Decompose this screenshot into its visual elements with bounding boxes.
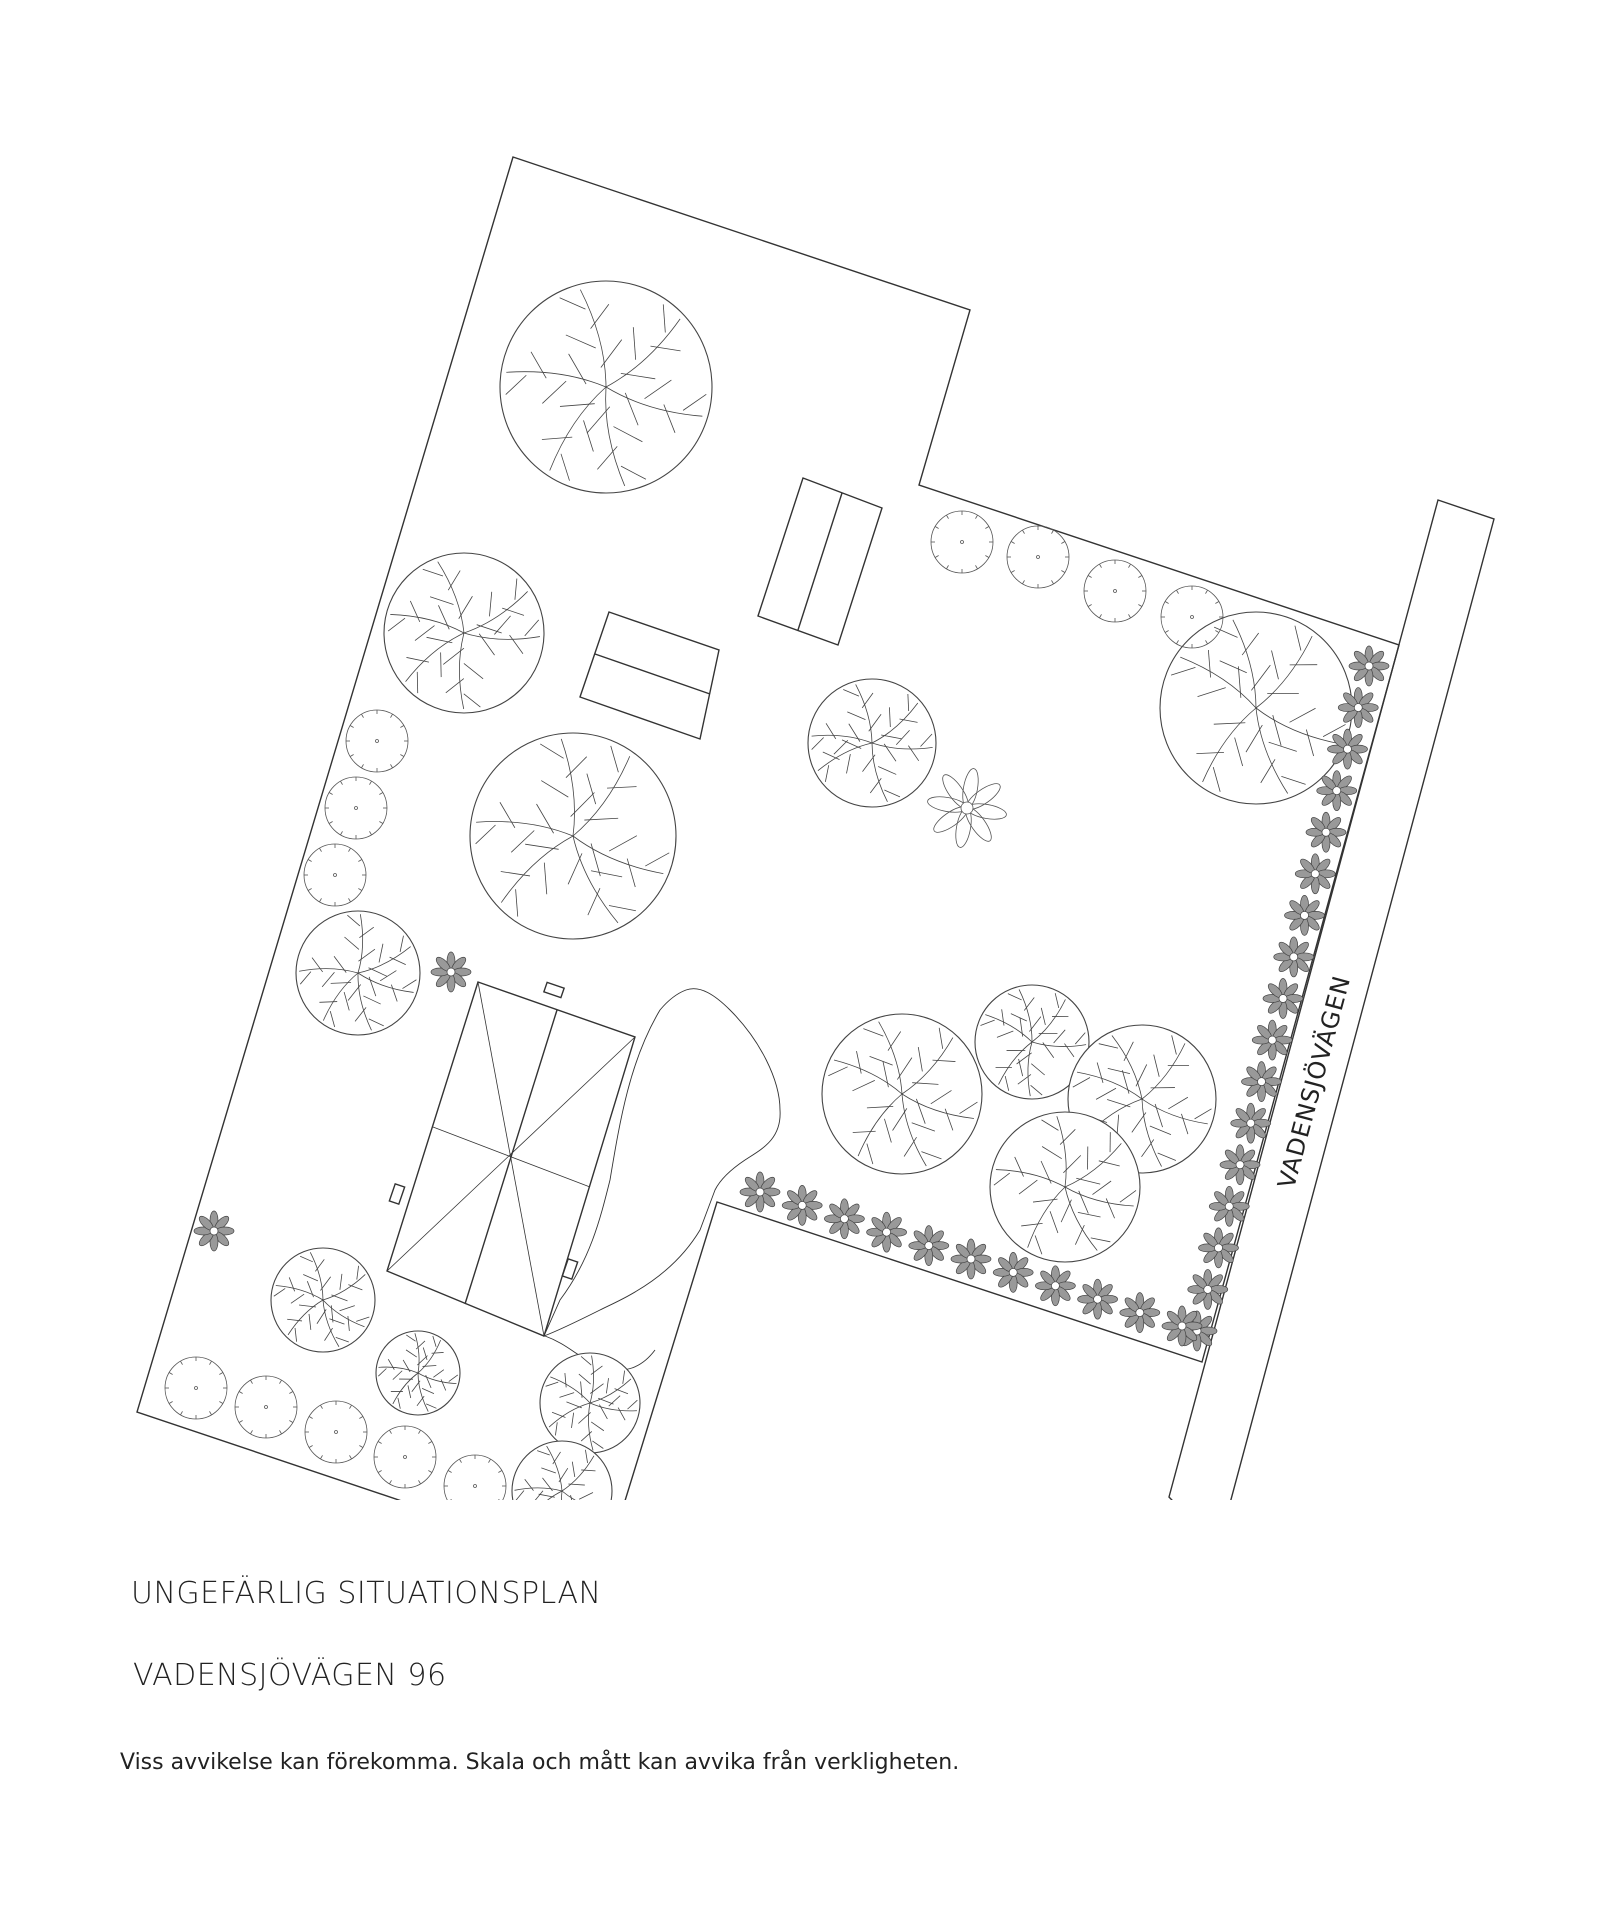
tree bbox=[974, 984, 1090, 1100]
tree bbox=[807, 678, 937, 808]
tree bbox=[1159, 611, 1353, 805]
flower bbox=[1119, 1292, 1161, 1333]
flower bbox=[430, 951, 472, 993]
plan-title: UNGEFÄRLIG SITUATIONSPLAN bbox=[131, 1576, 602, 1611]
flower bbox=[1187, 1269, 1229, 1310]
disclaimer-text: Viss avvikelse kan förekomma. Skala och … bbox=[120, 1750, 960, 1775]
tree bbox=[469, 732, 677, 940]
tree bbox=[295, 910, 421, 1036]
flower bbox=[1273, 936, 1315, 978]
flower bbox=[1262, 978, 1304, 1019]
flower bbox=[1219, 1144, 1261, 1186]
flower bbox=[1208, 1185, 1250, 1227]
shed bbox=[757, 477, 883, 646]
shrub bbox=[1160, 585, 1224, 649]
flower bbox=[866, 1211, 907, 1253]
shrub bbox=[164, 1356, 228, 1420]
flower bbox=[1316, 770, 1358, 812]
flower bbox=[1294, 853, 1336, 895]
flower bbox=[950, 1238, 992, 1280]
tree bbox=[383, 552, 545, 714]
flower bbox=[1230, 1102, 1272, 1144]
flower bbox=[193, 1210, 235, 1252]
flower bbox=[739, 1171, 781, 1213]
flower bbox=[1161, 1305, 1203, 1347]
pond bbox=[543, 988, 781, 1371]
tree bbox=[821, 1013, 983, 1175]
shrub bbox=[930, 510, 994, 574]
flower bbox=[1327, 728, 1368, 770]
flower bbox=[1035, 1265, 1076, 1307]
palm-plant bbox=[927, 768, 1007, 848]
house bbox=[386, 981, 636, 1337]
site-plan-drawing: VADENSJÖVÄGEN bbox=[136, 156, 1495, 1500]
shrub bbox=[1006, 525, 1070, 589]
flower bbox=[1198, 1227, 1239, 1269]
shrub bbox=[303, 843, 367, 907]
tree bbox=[499, 280, 713, 494]
flower bbox=[908, 1225, 950, 1266]
flower bbox=[992, 1252, 1034, 1293]
flower bbox=[1077, 1278, 1118, 1320]
tree bbox=[375, 1330, 461, 1416]
shrub bbox=[373, 1425, 437, 1489]
flower bbox=[1241, 1061, 1282, 1102]
outbuilding bbox=[579, 611, 720, 740]
shrub bbox=[324, 776, 388, 840]
tree bbox=[989, 1111, 1141, 1263]
shrub bbox=[345, 709, 409, 773]
flower bbox=[824, 1198, 865, 1240]
plan-address: VADENSJÖVÄGEN 96 bbox=[133, 1658, 447, 1693]
shrub bbox=[304, 1400, 368, 1464]
flower bbox=[1348, 645, 1390, 687]
flower bbox=[1337, 687, 1379, 728]
flower bbox=[1251, 1019, 1293, 1061]
tree bbox=[511, 1440, 613, 1500]
flower bbox=[781, 1185, 823, 1226]
property-boundary bbox=[136, 156, 1400, 1500]
shrub bbox=[1083, 559, 1147, 623]
shrub bbox=[234, 1375, 298, 1439]
flower bbox=[1305, 811, 1347, 853]
tree bbox=[539, 1352, 641, 1454]
flower bbox=[1284, 895, 1325, 936]
shrub bbox=[443, 1454, 507, 1500]
tree bbox=[270, 1247, 376, 1353]
